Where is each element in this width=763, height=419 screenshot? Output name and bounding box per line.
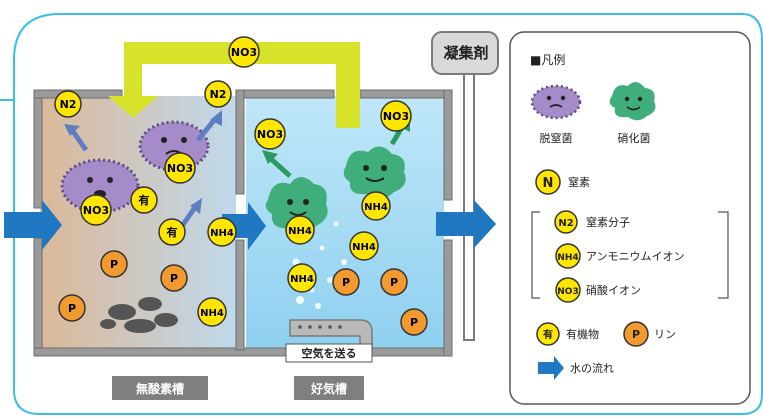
legend-no3-badge [555, 277, 581, 303]
badge-p: P [400, 308, 428, 336]
air-label: 空気を送る [302, 346, 357, 360]
legend-denitrifier-icon [530, 84, 582, 120]
svg-text:NO3: NO3 [167, 162, 193, 175]
legend-flow-label: 水の流れ [570, 361, 614, 375]
legend-n2-badge [554, 210, 578, 234]
badge-nh4: NH4 [207, 217, 237, 247]
badge-nh4: NH4 [349, 231, 379, 261]
svg-text:P: P [110, 258, 118, 271]
badge-no3: NO3 [254, 118, 286, 150]
legend-n-badge [535, 169, 561, 195]
svg-text:P: P [170, 272, 178, 285]
svg-text:P: P [68, 302, 76, 315]
legend-nitrifier-label: 硝化菌 [618, 131, 651, 145]
coagulant-box [431, 31, 499, 75]
badge-p: P [58, 294, 86, 322]
svg-text:P: P [410, 316, 418, 329]
svg-text:N: N [543, 176, 554, 191]
badge-p: P [100, 250, 128, 278]
legend-nh4-label: アンモニウムイオン [586, 250, 685, 263]
badge-nh4: NH4 [285, 215, 315, 245]
badge-n2: N2 [204, 80, 232, 108]
coagulant-pipe [463, 65, 475, 341]
svg-text:NO3: NO3 [383, 110, 409, 123]
svg-text:NO3: NO3 [557, 287, 578, 297]
badge-p: P [380, 268, 408, 296]
svg-text:NH4: NH4 [288, 226, 312, 237]
nitrifier-bacterium-2 [343, 146, 406, 199]
svg-text:NH4: NH4 [210, 228, 234, 239]
svg-text:有: 有 [139, 193, 150, 207]
legend: ■凡例 脱窒菌 硝化菌 N 窒素 N2 窒素分子 NH4 アンモニウムイオン N… [509, 31, 751, 405]
tank-walls [33, 89, 453, 357]
badge-p: P [332, 268, 360, 296]
nitrate-recycle-arrow [108, 42, 360, 128]
svg-text:P: P [632, 328, 640, 341]
denitrifier-bacterium-2 [60, 158, 140, 214]
svg-text:N2: N2 [60, 98, 77, 111]
badge-nh4: NH4 [287, 263, 317, 293]
svg-text:有: 有 [167, 225, 178, 239]
svg-text:P: P [390, 276, 398, 289]
legend-nh4-badge [555, 243, 581, 269]
svg-text:N2: N2 [558, 218, 573, 229]
badge-no3: NO3 [164, 152, 196, 184]
legend-n2-label: 窒素分子 [586, 215, 630, 229]
legend-no3-label: 硝酸イオン [586, 283, 641, 297]
coagulant-label: 凝集剤 [443, 44, 488, 62]
anoxic-tank-label-box [112, 376, 208, 400]
badge-organic: 有 [130, 186, 158, 214]
legend-nitrogen-label: 窒素 [568, 175, 590, 189]
air-label-box [285, 343, 373, 363]
svg-text:P: P [342, 276, 350, 289]
badge-no3: NO3 [80, 194, 112, 226]
anoxic-tank-label: 無酸素槽 [136, 381, 184, 396]
legend-organic-label: 有機物 [566, 327, 599, 341]
sludge [100, 297, 178, 333]
nitrifier-bacterium-1 [265, 177, 328, 233]
aerobic-tank-label-box [294, 376, 364, 400]
legend-bracket-left [531, 211, 540, 299]
svg-text:NH4: NH4 [290, 274, 314, 285]
badge-p: P [160, 264, 188, 292]
svg-text:NO3: NO3 [83, 204, 109, 217]
legend-organic-badge [536, 322, 560, 346]
legend-flow-arrow [538, 356, 564, 380]
water-flow-arrows [4, 200, 496, 250]
svg-text:NH4: NH4 [364, 202, 388, 213]
svg-text:NO3: NO3 [257, 128, 283, 141]
legend-denitrifier-label: 脱窒菌 [540, 131, 573, 145]
badge-nh4: NH4 [197, 297, 227, 327]
svg-text:有: 有 [543, 328, 553, 341]
badge-organic: 有 [158, 218, 186, 246]
badge-n2: N2 [54, 90, 82, 118]
svg-text:NH4: NH4 [557, 253, 578, 263]
legend-title: ■凡例 [530, 53, 565, 67]
svg-text:N2: N2 [210, 88, 227, 101]
svg-text:NH4: NH4 [200, 308, 224, 319]
legend-box [509, 31, 751, 405]
svg-text:NH4: NH4 [352, 242, 376, 253]
badges: NO3 N2 N2 NO3 NO3 有 有 NH4 NH4 P P P NO3 … [54, 36, 428, 336]
legend-p-label: リン [654, 328, 676, 341]
badge-no3-loop: NO3 [228, 36, 260, 68]
air-holes [298, 325, 342, 329]
badge-no3: NO3 [380, 100, 412, 132]
badge-nh4: NH4 [361, 191, 391, 221]
svg-text:NO3: NO3 [231, 46, 257, 59]
legend-nitrifier-icon [609, 81, 656, 121]
legend-bracket-right [718, 211, 729, 299]
aerobic-tank-label: 好気槽 [310, 381, 347, 396]
outer-frame [13, 13, 763, 415]
legend-p-badge [623, 321, 649, 347]
